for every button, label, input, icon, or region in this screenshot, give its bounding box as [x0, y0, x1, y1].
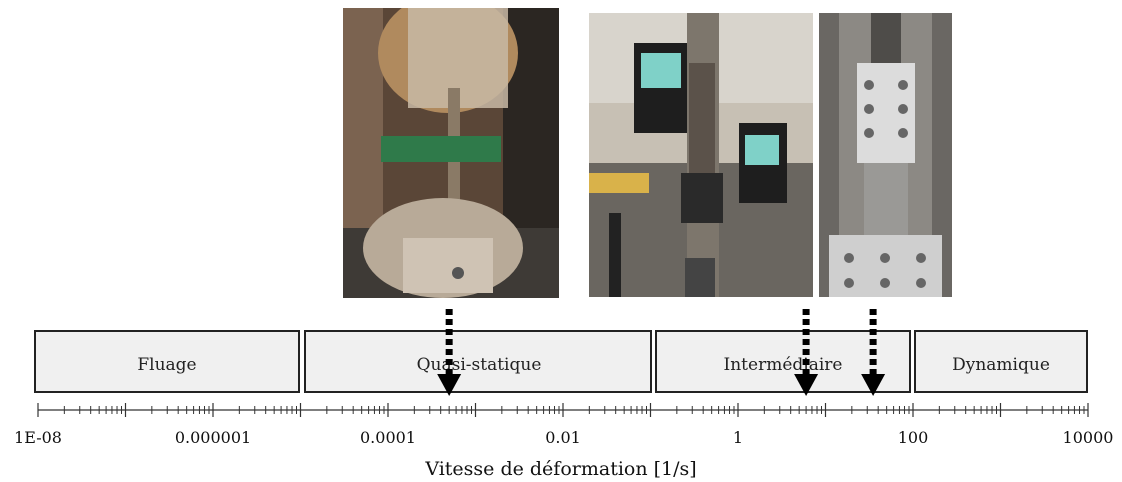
regime-fluage: Fluage	[34, 330, 300, 393]
regime-box	[304, 330, 652, 393]
dotted-arrow	[437, 309, 462, 396]
regime-dynamique: Dynamique	[914, 330, 1088, 393]
regime-label: Fluage	[137, 355, 196, 375]
dotted-arrow	[861, 309, 886, 396]
high-rate-grip-illustration	[819, 13, 952, 297]
dotted-arrow	[794, 309, 819, 396]
arrow-head	[794, 374, 819, 396]
regime-label: Quasi-statique	[417, 355, 542, 375]
intermediate-rate-setup-photo	[589, 13, 813, 297]
intermediate-setup-illustration	[589, 13, 813, 297]
arrow-head	[861, 374, 886, 396]
regime-label: Intermédiaire	[724, 355, 843, 375]
axis-tick-label: 10000	[1063, 428, 1114, 447]
axis-tick-label: 0.01	[545, 428, 581, 447]
high-rate-grip-photo	[819, 13, 952, 297]
arrow-head	[437, 374, 462, 396]
axis-tick-labels: 1E-08 0.000001 0.0001 0.01 1 100 10000	[14, 428, 1113, 447]
axis-title: Vitesse de déformation [1/s]	[424, 458, 696, 480]
quasi-static-tensile-machine-photo	[343, 8, 559, 298]
axis-tick-label: 0.0001	[360, 428, 416, 447]
axis-tick-label: 1E-08	[14, 428, 62, 447]
axis-ticks	[37, 403, 1089, 417]
regime-label: Dynamique	[952, 355, 1050, 375]
regime-box	[914, 330, 1088, 393]
tensile-machine-illustration	[343, 8, 559, 298]
axis-tick-label: 0.000001	[175, 428, 251, 447]
regime-quasi-statique: Quasi-statique	[304, 330, 652, 393]
regime-box	[34, 330, 300, 393]
photo-arrows	[437, 309, 886, 396]
axis-tick-label: 1	[733, 428, 743, 447]
axis-tick-label: 100	[898, 428, 929, 447]
